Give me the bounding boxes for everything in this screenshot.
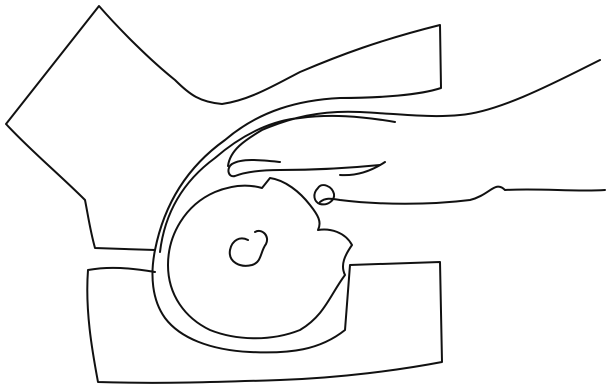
inner-membrane-upper [160,116,395,252]
upper-body-outline [6,6,441,250]
hand-lower-outline [320,187,605,204]
lower-body-outline [87,250,442,383]
thumb [314,185,334,204]
hand-upper-outline [228,60,600,166]
ear-outline [230,231,267,266]
